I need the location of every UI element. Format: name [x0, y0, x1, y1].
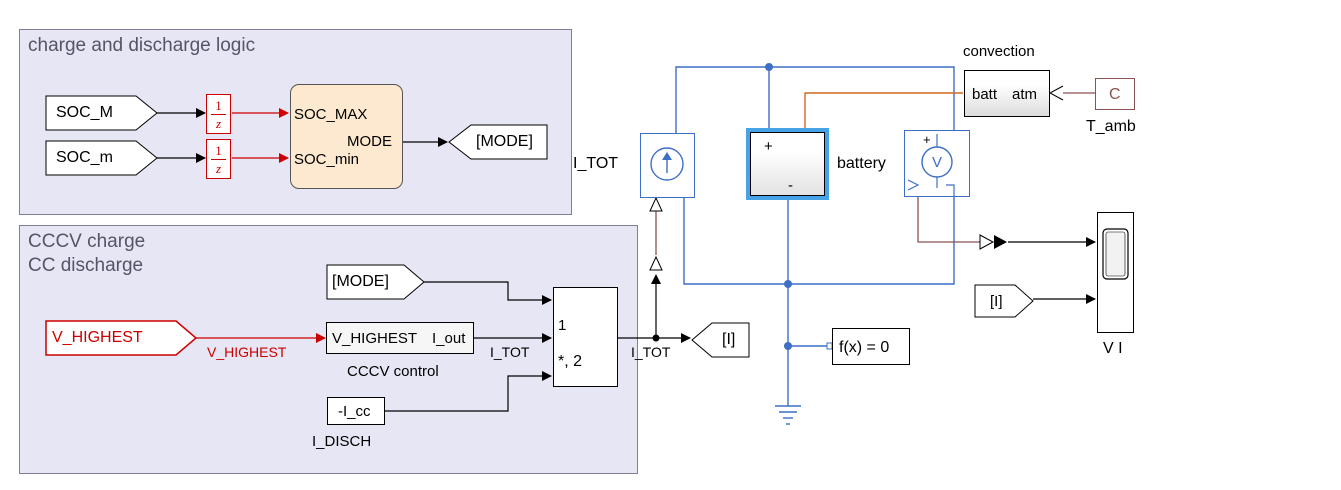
- current-source-label: I_TOT: [573, 155, 619, 172]
- voltage-sensor-symbol: V: [932, 154, 943, 171]
- from-tag-i-shape[interactable]: [974, 284, 1034, 318]
- battery-minus-terminal: -: [788, 177, 793, 194]
- cccv-input-port: V_HIGHEST: [332, 330, 418, 347]
- area-title-logic: charge and discharge logic: [28, 35, 256, 56]
- switch-port-2: *, 2: [558, 353, 583, 370]
- t-amb-label: T_amb: [1086, 118, 1136, 135]
- from-tag-mode-shape[interactable]: [326, 264, 425, 300]
- from-tag-soc-m: SOC_m: [56, 149, 113, 166]
- cccv-control-block[interactable]: V_HIGHEST I_out: [326, 322, 474, 354]
- from-tag-soc-m-shape[interactable]: [45, 140, 158, 176]
- convection-label: convection: [963, 43, 1035, 60]
- from-tag-v-highest: V_HIGHEST: [52, 329, 143, 346]
- unit-delay-2-den: z: [215, 161, 222, 176]
- signal-label-i-tot-2: I_TOT: [631, 344, 671, 360]
- chart-input-soc-max: SOC_MAX: [294, 106, 368, 123]
- from-tag-v-highest-shape[interactable]: [45, 320, 198, 356]
- from-tag-soc-M: SOC_M: [56, 104, 113, 121]
- switch-port-1: 1: [558, 317, 567, 334]
- t-amb-block[interactable]: C: [1095, 78, 1135, 110]
- from-tag-soc-M-shape[interactable]: [45, 95, 158, 131]
- goto-tag-i-shape[interactable]: [691, 322, 750, 358]
- solver-config-text: f(x) = 0: [839, 339, 890, 356]
- battery-block[interactable]: + -: [746, 128, 829, 200]
- current-source-block[interactable]: [640, 133, 695, 198]
- unit-delay-1-den: z: [215, 116, 222, 131]
- cccv-control-label: CCCV control: [347, 363, 439, 380]
- chart-output-mode: MODE: [347, 133, 392, 150]
- unit-delay-1-num: 1: [215, 98, 222, 113]
- cccv-output-port: I_out: [432, 330, 466, 347]
- goto-tag-mode-shape[interactable]: [448, 124, 548, 160]
- chart-input-soc-min: SOC_min: [294, 151, 360, 168]
- from-tag-mode: [MODE]: [332, 273, 389, 290]
- switch-block[interactable]: 1 *, 2: [553, 287, 618, 387]
- constant-block[interactable]: -I_cc: [327, 397, 385, 425]
- unit-delay-1[interactable]: 1 z: [206, 94, 231, 134]
- voltage-sensor-block[interactable]: + V: [904, 130, 970, 197]
- battery-label: battery: [837, 155, 886, 172]
- scope-block[interactable]: [1097, 212, 1134, 333]
- battery-plus-terminal: +: [764, 138, 773, 155]
- convection-port-batt: batt: [972, 86, 998, 103]
- constant-label: I_DISCH: [312, 433, 372, 450]
- voltage-sensor-plus: +: [923, 132, 931, 147]
- signal-label-v-highest: V_HIGHEST: [207, 344, 287, 360]
- convection-port-atm: atm: [1012, 86, 1038, 103]
- solver-config-block[interactable]: f(x) = 0: [832, 328, 910, 365]
- signal-label-i-tot-1: I_TOT: [490, 344, 530, 360]
- goto-tag-mode: [MODE]: [476, 133, 533, 150]
- convection-block[interactable]: batt atm: [964, 70, 1050, 117]
- goto-tag-i: [I]: [722, 331, 736, 348]
- area-title-cccv: CCCV charge CC discharge: [28, 231, 146, 276]
- chart-block[interactable]: SOC_MAX MODE SOC_min: [290, 84, 403, 189]
- scope-label: V I: [1103, 340, 1123, 357]
- constant-value: -I_cc: [338, 403, 371, 420]
- t-amb-value: C: [1109, 86, 1121, 103]
- unit-delay-2[interactable]: 1 z: [206, 139, 231, 179]
- unit-delay-2-num: 1: [215, 143, 222, 158]
- from-tag-i: [I]: [990, 293, 1003, 310]
